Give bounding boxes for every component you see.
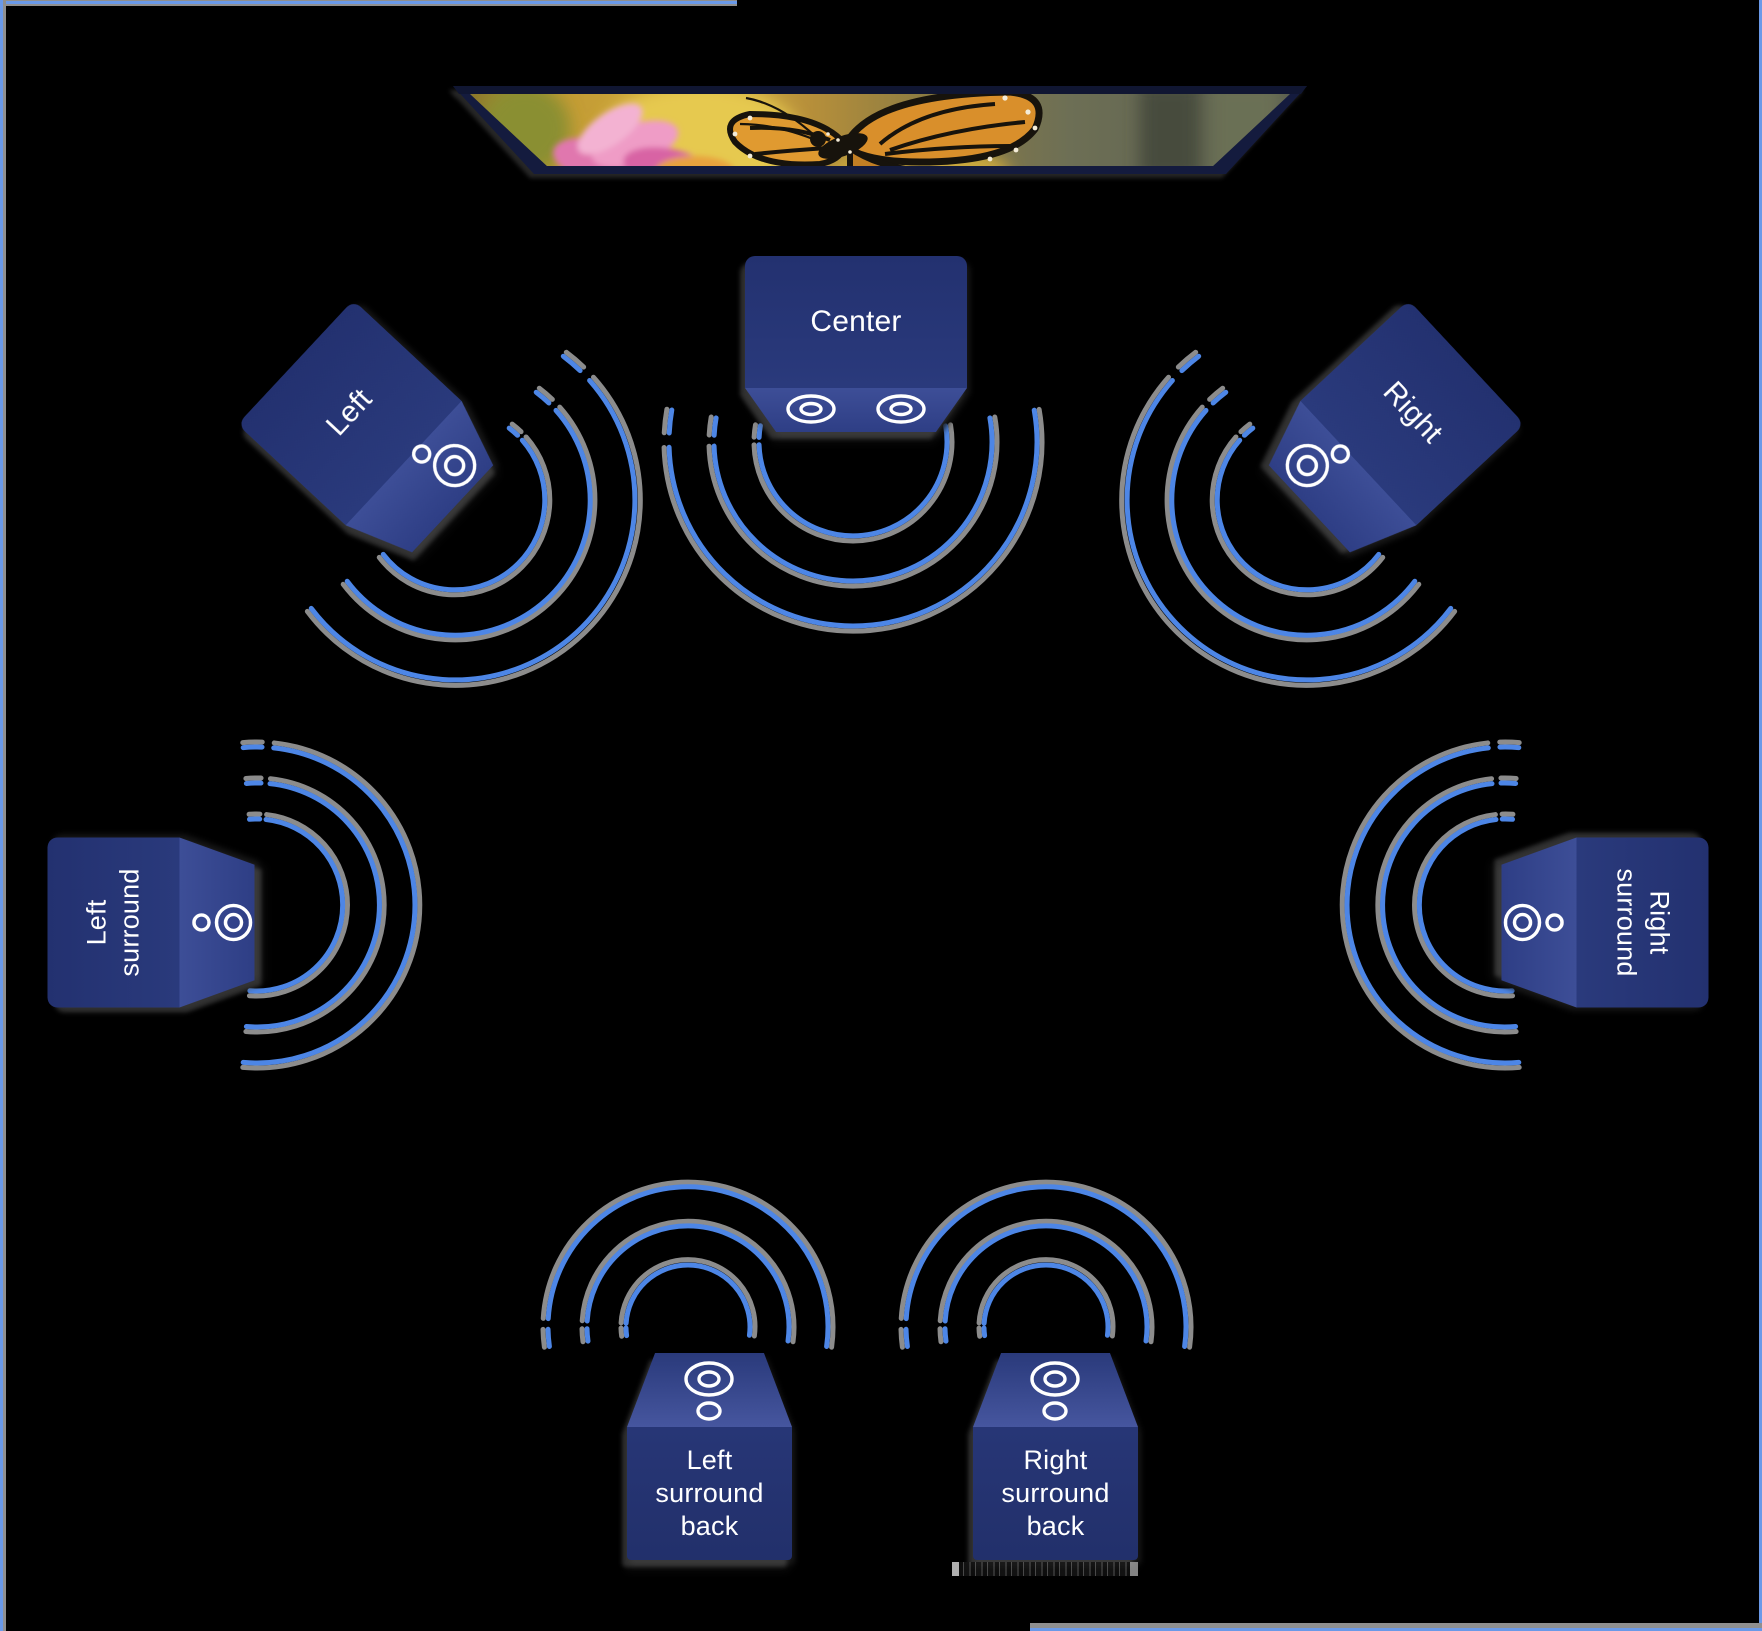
left-surround-back-speaker-top (627, 1353, 792, 1427)
right-surround-back-speaker: Right surround back (973, 1353, 1138, 1560)
page-border-left (0, 0, 6, 1631)
front-left-speaker: Left (237, 300, 510, 571)
speaker-driver-icon (1285, 443, 1351, 488)
render-artifact-strip (952, 1562, 1138, 1576)
sound-waves-icon-back-left (540, 1179, 836, 1350)
tv-picture (470, 94, 1290, 166)
sound-waves-icon-center (661, 406, 1045, 634)
speaker-driver-icon (1030, 1361, 1080, 1421)
left-surround-speaker: Left surround (47, 837, 255, 1008)
tv (450, 84, 1310, 180)
page-border-bottom (1030, 1623, 1762, 1631)
sound-waves-icon-back-right (898, 1179, 1194, 1350)
speaker-driver-icon (1503, 903, 1564, 942)
butterfly (727, 94, 1043, 166)
speaker-driver-icon (684, 1361, 734, 1421)
right-surround-speaker: Right surround (1502, 837, 1709, 1008)
center-speaker-cabinet-top: Center (745, 256, 967, 388)
page-border-right (1759, 0, 1762, 1631)
tv-bezel-top (453, 86, 1307, 94)
right-surround-back-speaker-top (973, 1353, 1138, 1427)
page-border-top (0, 0, 737, 6)
speaker-driver-icon (411, 443, 477, 488)
speaker-driver-icon (192, 903, 253, 942)
flower (553, 103, 735, 166)
right-surround-back-speaker-label: Right surround back (1001, 1445, 1110, 1541)
center-speaker-label: Center (810, 304, 902, 338)
sound-waves-icon-front-left (304, 349, 643, 688)
sound-waves-icon-surround-right (1339, 739, 1522, 1071)
right-surround-back-speaker-front: Right surround back (973, 1427, 1138, 1560)
speaker-driver-icon (786, 394, 926, 424)
center-speaker-cabinet-front (745, 388, 967, 432)
tv-screen-icon (453, 86, 1307, 174)
left-surround-back-speaker-front: Left surround back (627, 1427, 792, 1560)
left-surround-back-speaker: Left surround back (627, 1353, 792, 1560)
left-surround-back-speaker-label: Left surround back (655, 1445, 764, 1541)
sound-waves-icon-front-right (1119, 349, 1458, 688)
center-speaker: Center (745, 256, 967, 432)
front-right-speaker: Right (1251, 300, 1525, 571)
sound-waves-icon-surround-left (240, 739, 423, 1071)
